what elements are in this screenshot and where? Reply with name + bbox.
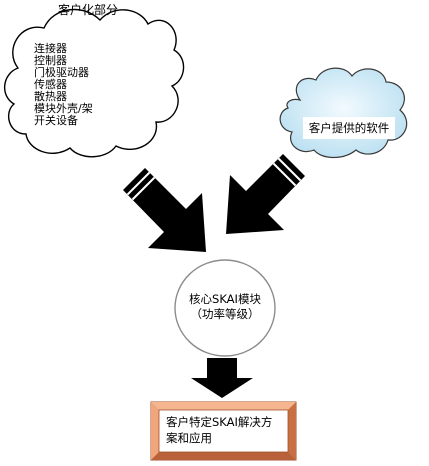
custom-part-item: 散热器: [34, 89, 67, 103]
custom-parts-cloud: 客户化部分 连接器 控制器 门极驱动器 传感器 散热器 模块外壳/架 开关设备: [4, 2, 185, 158]
core-module-title: 核心SKAI模块: [189, 292, 261, 306]
customer-software-label-bg: [303, 117, 395, 139]
solution-box-bevel-bottom: [151, 452, 296, 460]
solution-box-inner: [158, 409, 289, 453]
custom-parts-cloud-shape: [4, 8, 185, 158]
left-arrow-stripe: [126, 171, 151, 196]
left-arrow: [123, 168, 206, 252]
left-arrow-stripe: [131, 176, 156, 201]
core-module: 核心SKAI模块 （功率等级）: [174, 259, 276, 357]
custom-part-item: 门极驱动器: [34, 65, 89, 79]
core-module-subtitle: （功率等级）: [191, 307, 260, 321]
custom-part-item: 传感器: [34, 78, 67, 91]
solution-line1: 客户特定SKAI解决方: [166, 415, 272, 429]
solution-box-bevel-left: [151, 402, 159, 460]
custom-part-item: 控制器: [34, 53, 67, 67]
right-arrow: [226, 154, 305, 234]
left-arrow-shape: [123, 168, 206, 252]
core-module-circle: [174, 259, 276, 357]
customer-software-cloud-shape: [279, 67, 408, 159]
custom-part-item: 连接器: [34, 42, 67, 55]
down-arrow: [191, 358, 253, 398]
customer-software-cloud: 客户提供的软件: [279, 67, 408, 159]
solution-box: 客户特定SKAI解决方 案和应用: [150, 401, 297, 461]
right-arrow-stripe: [272, 162, 297, 187]
custom-part-item: 模块外壳/架: [34, 101, 93, 115]
down-arrow-shape: [191, 358, 253, 398]
solution-line2: 案和应用: [166, 431, 212, 445]
custom-parts-title: 客户化部分: [58, 2, 118, 17]
right-arrow-shape: [226, 154, 305, 234]
custom-part-item: 开关设备: [34, 113, 78, 127]
right-arrow-stripe: [277, 157, 302, 182]
solution-box-bevel-right: [288, 402, 296, 460]
solution-box-bevel-top: [151, 402, 296, 410]
customer-software-label: 客户提供的软件: [309, 121, 390, 135]
